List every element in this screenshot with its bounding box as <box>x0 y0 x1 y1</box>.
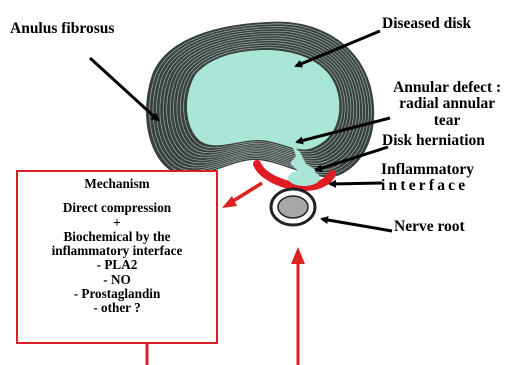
disk-herniation-label: Disk herniation <box>382 133 485 149</box>
nerve-root-label: Nerve root <box>394 219 465 235</box>
diseased-disk-label: Diseased disk <box>382 16 471 32</box>
mechanism-line-7: - Prostaglandin <box>18 287 216 301</box>
herniated-nucleus <box>288 170 320 186</box>
mechanism-line-1: Direct compression <box>18 201 216 215</box>
mechanism-line-4: inflammatory interface <box>18 244 216 258</box>
inflammatory-interface-arrow <box>330 183 382 184</box>
upward-red-arrowhead <box>291 247 305 264</box>
mechanism-line-8: - other ? <box>18 301 216 315</box>
mechanism-line-5: - PLA2 <box>18 258 216 272</box>
nucleus-pulposus <box>187 50 339 150</box>
inflammatory-label-line2: interface <box>381 178 474 194</box>
mechanism-line-2: + <box>18 216 216 230</box>
mechanism-box: Mechanism Direct compression + Biochemic… <box>16 170 218 344</box>
annular-defect-label: Annular defect : radial annular tear <box>393 80 501 129</box>
inflammatory-label-line1: Inflammatory <box>381 162 474 178</box>
annular-defect-label-line3: tear <box>393 113 501 129</box>
mechanism-title: Mechanism <box>18 177 216 191</box>
mechanism-line-6: - NO <box>18 273 216 287</box>
anulus-fibrosus-label: Anulus fibrosus <box>10 21 114 37</box>
mechanism-line-3: Biochemical by the <box>18 230 216 244</box>
annular-defect-label-line1: Annular defect : <box>393 80 501 96</box>
annular-defect-label-line2: radial annular <box>393 96 501 112</box>
nerve-root-core <box>278 196 308 218</box>
mechanism-link-arrow <box>230 183 262 203</box>
mechanism-text: Mechanism Direct compression + Biochemic… <box>18 177 216 315</box>
nerve-root-arrow <box>322 219 392 231</box>
anulus-fibrosus-arrow <box>90 58 158 120</box>
mechanism-link-arrowhead <box>222 196 237 208</box>
inflammatory-interface-label: Inflammatory interface <box>381 162 474 195</box>
